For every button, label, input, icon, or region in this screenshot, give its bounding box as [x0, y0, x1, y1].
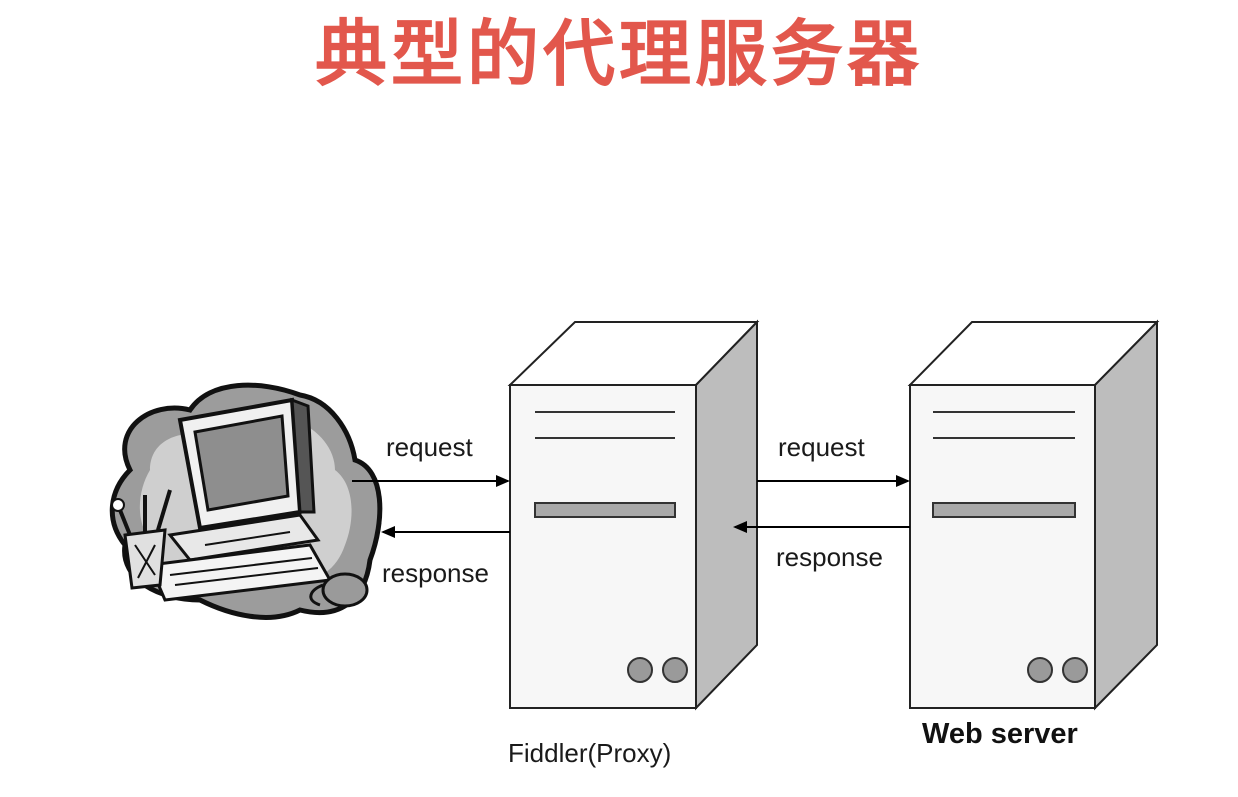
proxy-server: [507, 319, 760, 711]
computer-icon: [109, 382, 383, 620]
proxy-label: Fiddler(Proxy): [508, 738, 671, 768]
web-server: [907, 319, 1160, 711]
page-title: 典型的代理服务器: [314, 12, 923, 96]
client-response-label: response: [382, 558, 489, 588]
client-request-label: request: [386, 432, 473, 462]
server-response-label: response: [776, 542, 883, 572]
web-server-label: Web server: [922, 718, 1078, 750]
server-request-label: request: [778, 432, 865, 462]
